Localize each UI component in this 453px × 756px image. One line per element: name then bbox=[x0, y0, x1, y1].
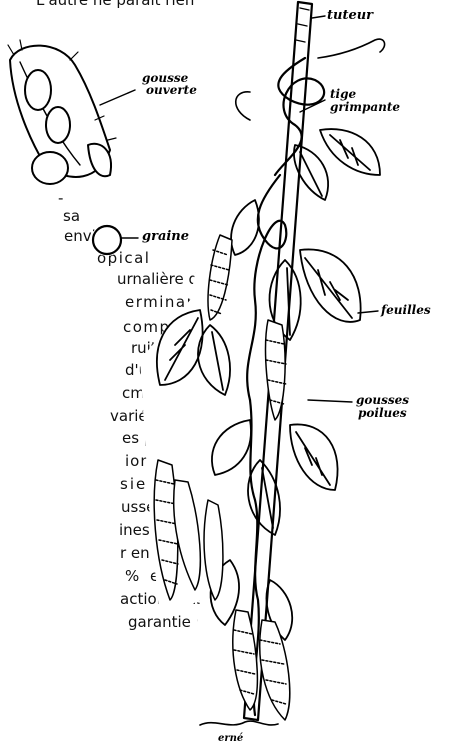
label-tige-2: grimpante bbox=[330, 101, 400, 114]
label-feuilles: feuilles bbox=[381, 304, 431, 317]
label-tuteur: tuteur bbox=[327, 9, 373, 22]
label-gousse-ouverte-2: ouverte bbox=[146, 84, 197, 97]
label-gousses-2: poilues bbox=[358, 407, 407, 420]
label-graine: graine bbox=[142, 230, 189, 243]
artist-signature: erné bbox=[218, 732, 243, 745]
